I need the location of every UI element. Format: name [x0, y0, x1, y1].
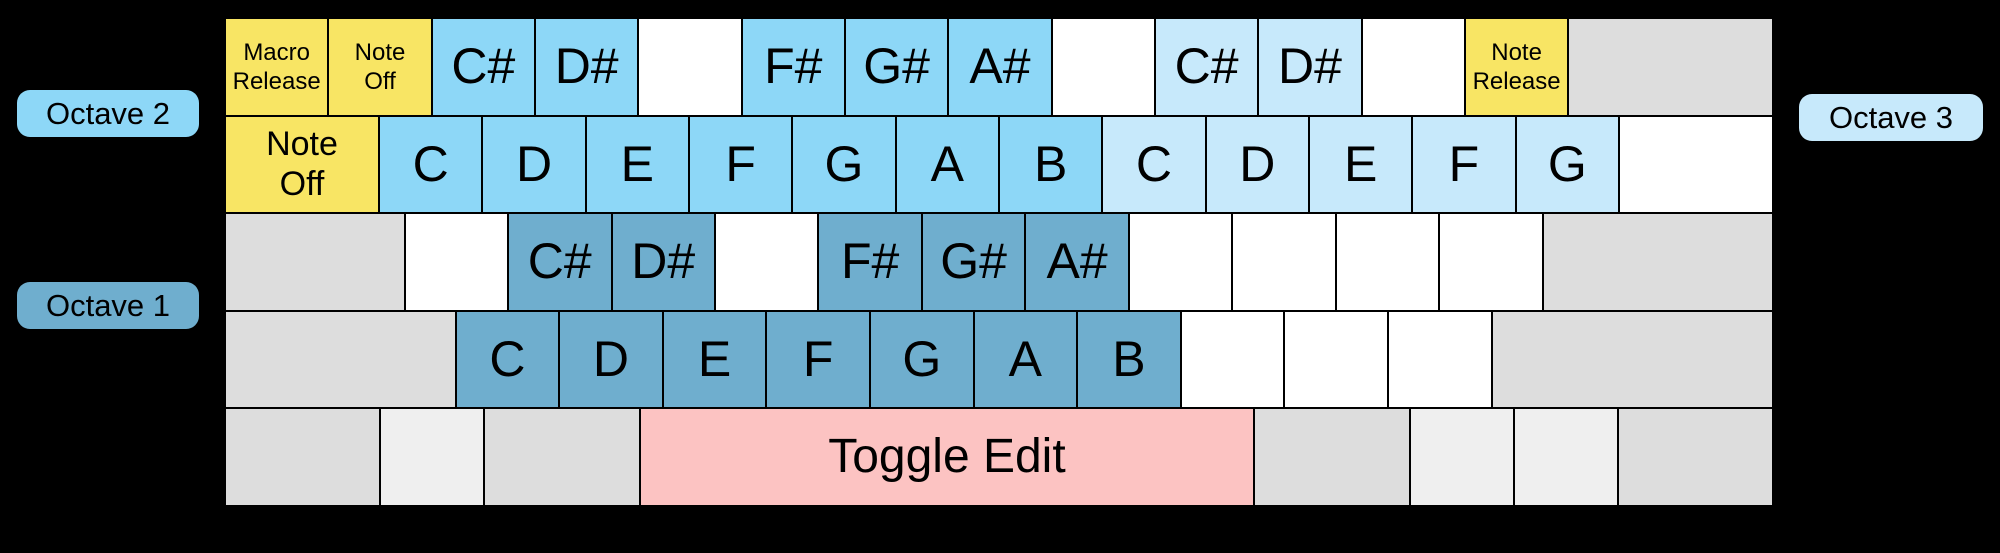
key-note-e-octave1: E — [662, 310, 767, 409]
key-unmapped-right-alt — [1254, 408, 1410, 506]
key-unmapped-backslash — [1618, 115, 1773, 214]
key-unmapped-left-ctrl — [225, 408, 381, 506]
key-unmapped — [638, 18, 742, 116]
key-note-asharp-octave1: A# — [1025, 213, 1129, 311]
key-note-csharp-octave3: C# — [1154, 18, 1259, 116]
key-note-c-octave3: C — [1102, 115, 1206, 214]
key-note-f-octave1: F — [766, 310, 870, 409]
key-note-dsharp-octave3: D# — [1258, 18, 1362, 116]
key-note-g-octave3: G — [1515, 115, 1619, 214]
key-note-b-octave2: B — [998, 115, 1103, 214]
key-note-f-octave3: F — [1412, 115, 1516, 214]
key-note-c-octave1: C — [455, 310, 560, 409]
key-note-g-octave2: G — [792, 115, 896, 214]
key-note-fsharp-octave2: F# — [741, 18, 845, 116]
key-unmapped — [1439, 213, 1543, 311]
key-note-g-octave1: G — [869, 310, 974, 409]
key-note-off-tab: Note Off — [225, 115, 379, 214]
key-unmapped-right-win — [1409, 408, 1514, 506]
key-note-dsharp-octave1: D# — [611, 213, 715, 311]
key-note-e-octave2: E — [585, 115, 689, 214]
key-unmapped-enter — [1542, 213, 1774, 311]
key-note-a-octave2: A — [895, 115, 999, 214]
key-unmapped-menu — [1513, 408, 1618, 506]
key-unmapped-left-shift — [225, 310, 456, 409]
key-note-asharp-octave2: A# — [948, 18, 1052, 116]
key-unmapped — [1361, 18, 1465, 116]
key-unmapped-backspace — [1568, 18, 1773, 116]
key-unmapped-right-shift — [1491, 310, 1773, 409]
key-note-e-octave3: E — [1308, 115, 1413, 214]
key-unmapped — [1180, 310, 1285, 409]
key-note-dsharp-octave2: D# — [534, 18, 639, 116]
key-toggle-edit-space: Toggle Edit — [639, 408, 1255, 506]
key-unmapped-left-win — [380, 408, 485, 506]
key-note-d-octave1: D — [559, 310, 663, 409]
key-unmapped — [714, 213, 819, 311]
key-unmapped-left-alt — [484, 408, 640, 506]
key-unmapped — [1284, 310, 1388, 409]
key-unmapped — [1335, 213, 1440, 311]
key-unmapped — [1387, 310, 1492, 409]
key-note-b-octave1: B — [1077, 310, 1181, 409]
key-unmapped — [404, 213, 509, 311]
key-macro-release: Macro Release — [225, 18, 329, 116]
key-note-d-octave3: D — [1205, 115, 1309, 214]
key-note-csharp-octave1: C# — [508, 213, 612, 311]
key-note-off-top: Note Off — [328, 18, 432, 116]
key-note-d-octave2: D — [482, 115, 586, 214]
key-note-gsharp-octave2: G# — [844, 18, 949, 116]
key-unmapped-right-ctrl — [1617, 408, 1774, 506]
key-unmapped — [1128, 213, 1233, 311]
octave-3-label: Octave 3 — [1799, 94, 1983, 141]
key-note-release: Note Release — [1464, 18, 1569, 116]
octave-2-label: Octave 2 — [17, 90, 199, 137]
key-note-f-octave2: F — [688, 115, 793, 214]
keyboard-row: C#D# F#G#A# — [225, 213, 1774, 311]
key-note-c-octave2: C — [379, 115, 483, 214]
key-unmapped — [1232, 213, 1336, 311]
key-note-gsharp-octave1: G# — [921, 213, 1026, 311]
key-note-csharp-octave2: C# — [431, 18, 535, 116]
key-unmapped — [1051, 18, 1155, 116]
keyboard-row: Toggle Edit — [225, 408, 1774, 506]
key-unmapped-capslock — [225, 213, 405, 311]
key-note-a-octave1: A — [973, 310, 1078, 409]
key-note-fsharp-octave1: F# — [818, 213, 922, 311]
octave-1-label: Octave 1 — [17, 282, 199, 329]
